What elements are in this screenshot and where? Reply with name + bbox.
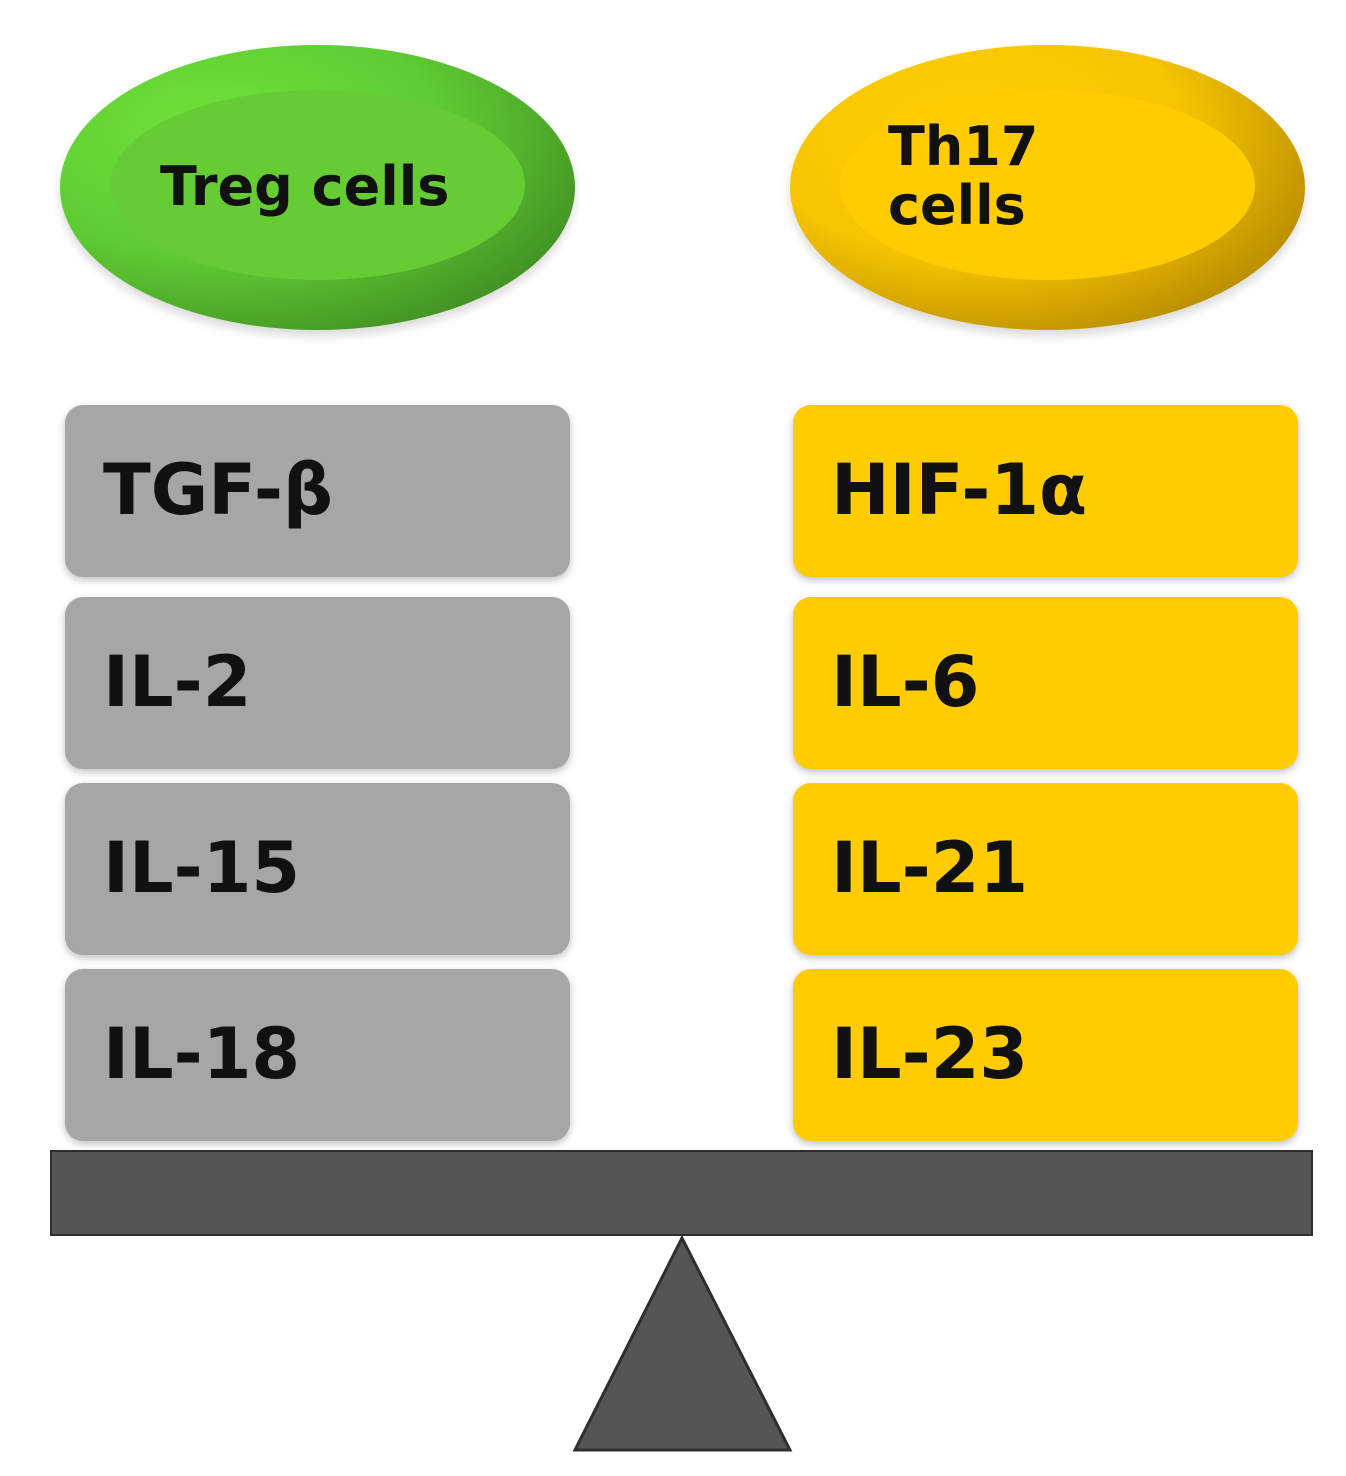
th17-factor-box: IL-21 xyxy=(793,783,1298,955)
th17-cells-oval: Th17 cells xyxy=(790,45,1305,330)
th17-factor-box: HIF-1α xyxy=(793,405,1298,577)
treg-cells-oval-inner xyxy=(110,90,525,280)
treg-factor-box: IL-15 xyxy=(65,783,570,955)
balance-fulcrum xyxy=(572,1236,793,1452)
th17-factor-label: IL-21 xyxy=(831,827,1029,909)
treg-factor-label: TGF-β xyxy=(103,449,334,531)
th17-factor-label: HIF-1α xyxy=(831,449,1088,531)
th17-factor-box: IL-6 xyxy=(793,597,1298,769)
treg-factor-label: IL-15 xyxy=(103,827,301,909)
treg-factor-box: IL-2 xyxy=(65,597,570,769)
th17-factor-label: IL-6 xyxy=(831,641,980,723)
th17-factor-box: IL-23 xyxy=(793,969,1298,1141)
balance-beam xyxy=(50,1150,1313,1236)
th17-cells-label: Th17 cells xyxy=(888,115,1039,238)
treg-cells-oval: Treg cells xyxy=(60,45,575,330)
fulcrum-triangle xyxy=(572,1236,793,1452)
treg-factor-box: TGF-β xyxy=(65,405,570,577)
th17-factor-label: IL-23 xyxy=(831,1013,1029,1095)
treg-cells-label: Treg cells xyxy=(160,155,450,218)
th17-cells-oval-inner xyxy=(840,90,1255,280)
treg-factor-label: IL-2 xyxy=(103,641,252,723)
treg-factor-label: IL-18 xyxy=(103,1013,301,1095)
treg-factor-box: IL-18 xyxy=(65,969,570,1141)
